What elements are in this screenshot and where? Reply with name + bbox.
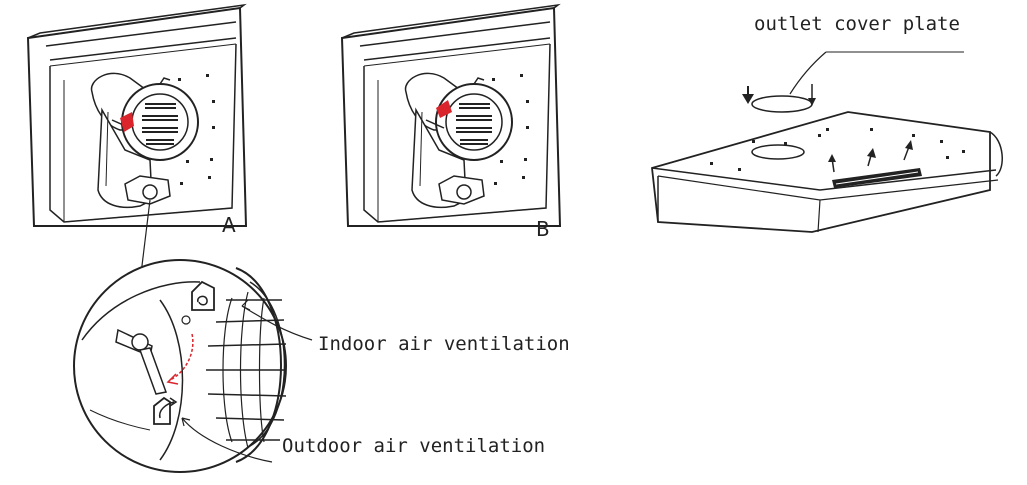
outlet-leader-line (789, 51, 827, 95)
damper-lever-marker-a (120, 112, 134, 132)
indoor-recirculation-icon (191, 280, 215, 311)
rotation-arrow (169, 333, 194, 381)
hood-illustration-b (342, 5, 560, 226)
outdoor-ventilation-label: Outdoor air ventilation (282, 435, 545, 457)
outdoor-leader-line (181, 417, 273, 463)
indoor-ventilation-label: Indoor air ventilation (318, 333, 570, 355)
damper-lever-marker-b (436, 100, 452, 118)
outlet-cover-label: outlet cover plate (754, 13, 960, 35)
outdoor-exhaust-icon (153, 396, 178, 425)
panel-a-letter: A (222, 213, 236, 237)
panel-b-letter: B (536, 217, 550, 241)
zoom-detail (73, 259, 287, 473)
range-hood-top-view (651, 84, 1003, 233)
hood-illustration-a (28, 5, 246, 226)
